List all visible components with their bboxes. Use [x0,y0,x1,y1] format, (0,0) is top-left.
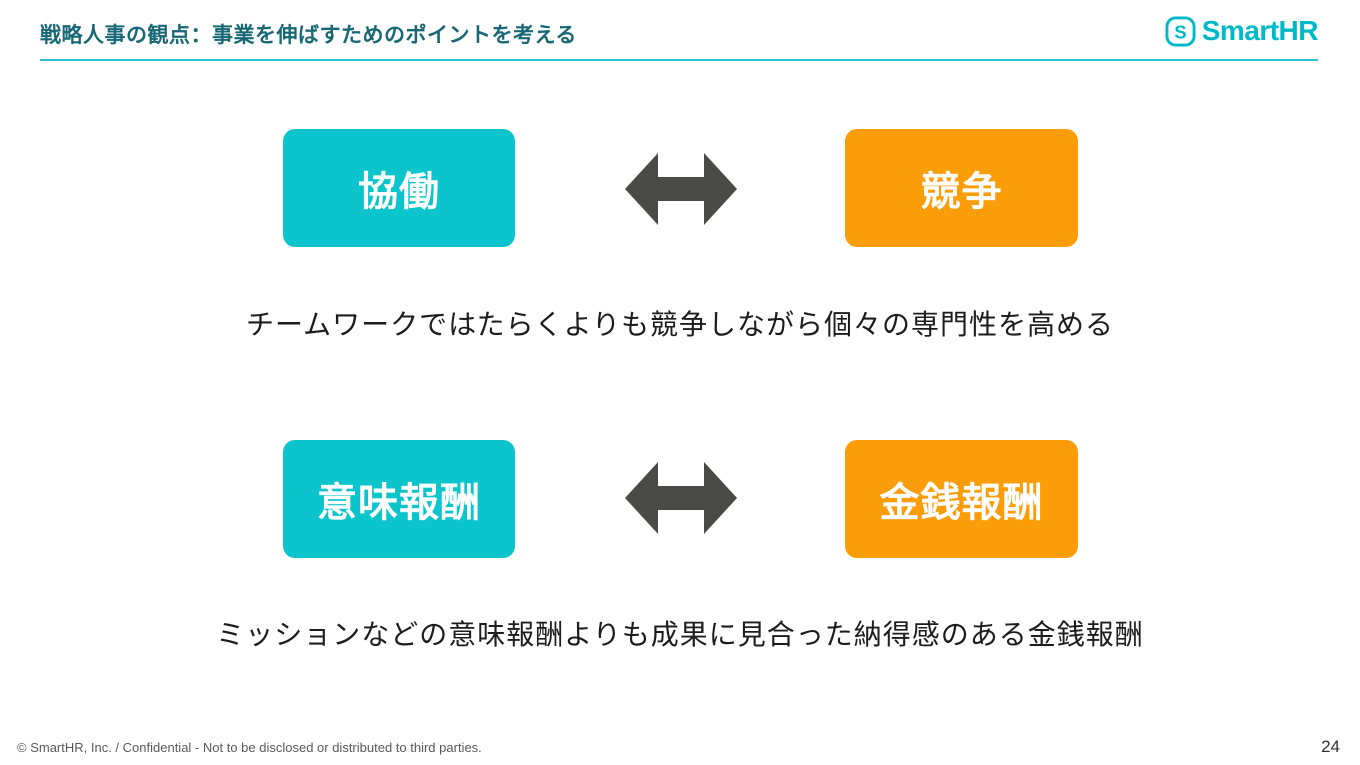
double-arrow-icon [625,462,737,534]
smarthr-logo-text: SmartHR [1201,15,1319,46]
comparison-1-caption: チームワークではたらくよりも競争しながら個々の専門性を高める [245,309,1115,340]
smarthr-logo: S SmartHR [1165,15,1319,47]
slide-title: 戦略人事の観点：事業を伸ばすためのポイントを考える [40,24,577,47]
comparison-2-caption: ミッションなどの意味報酬よりも成果に見合った納得感のある金銭報酬 [216,619,1144,650]
comparison-2-right-box: 金銭報酬 [845,440,1078,558]
comparison-2-left-box: 意味報酬 [283,440,515,558]
footer-copyright: © SmartHR, Inc. / Confidential - Not to … [17,740,482,755]
comparison-1-right-box: 競争 [845,129,1078,247]
double-arrow-icon [625,153,737,225]
smarthr-logo-icon: S [1165,15,1196,47]
svg-text:S: S [1174,21,1186,42]
header-divider [40,59,1318,61]
comparison-1-left-box: 協働 [283,129,515,247]
page-number: 24 [1321,737,1340,756]
